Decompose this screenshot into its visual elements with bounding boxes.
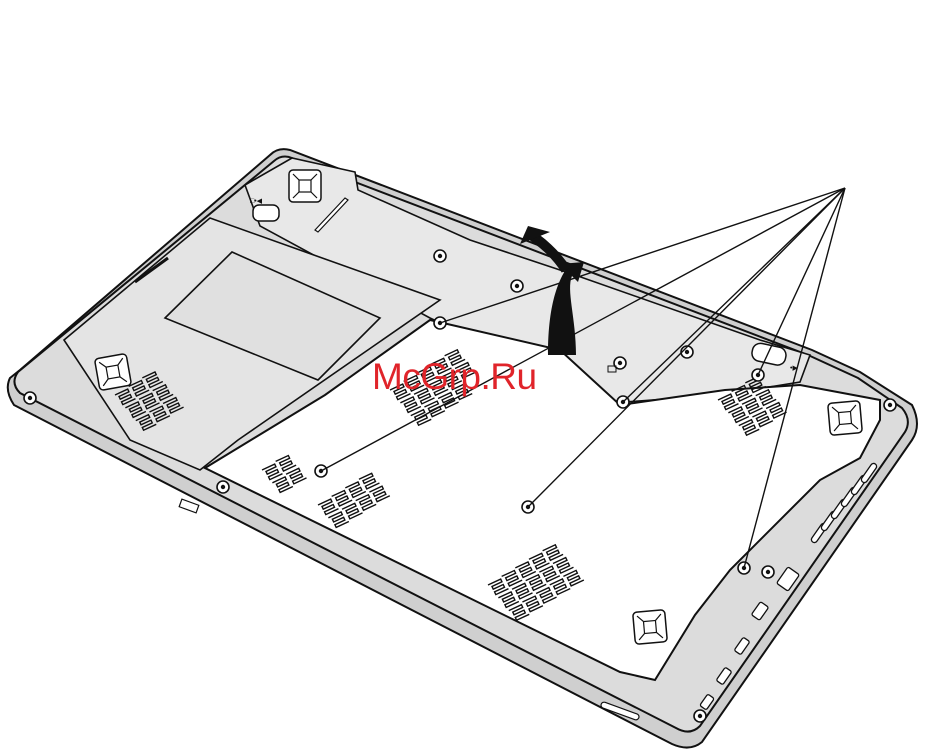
rubber-foot-bottom	[633, 610, 668, 645]
svg-text:□•◀: □•◀	[250, 198, 263, 205]
rubber-foot-top-left	[289, 170, 321, 202]
rubber-foot-right	[828, 401, 863, 436]
rubber-foot-left	[94, 353, 131, 390]
watermark-text: McGrp.Ru	[372, 356, 537, 398]
battery-latch-left	[253, 205, 279, 221]
